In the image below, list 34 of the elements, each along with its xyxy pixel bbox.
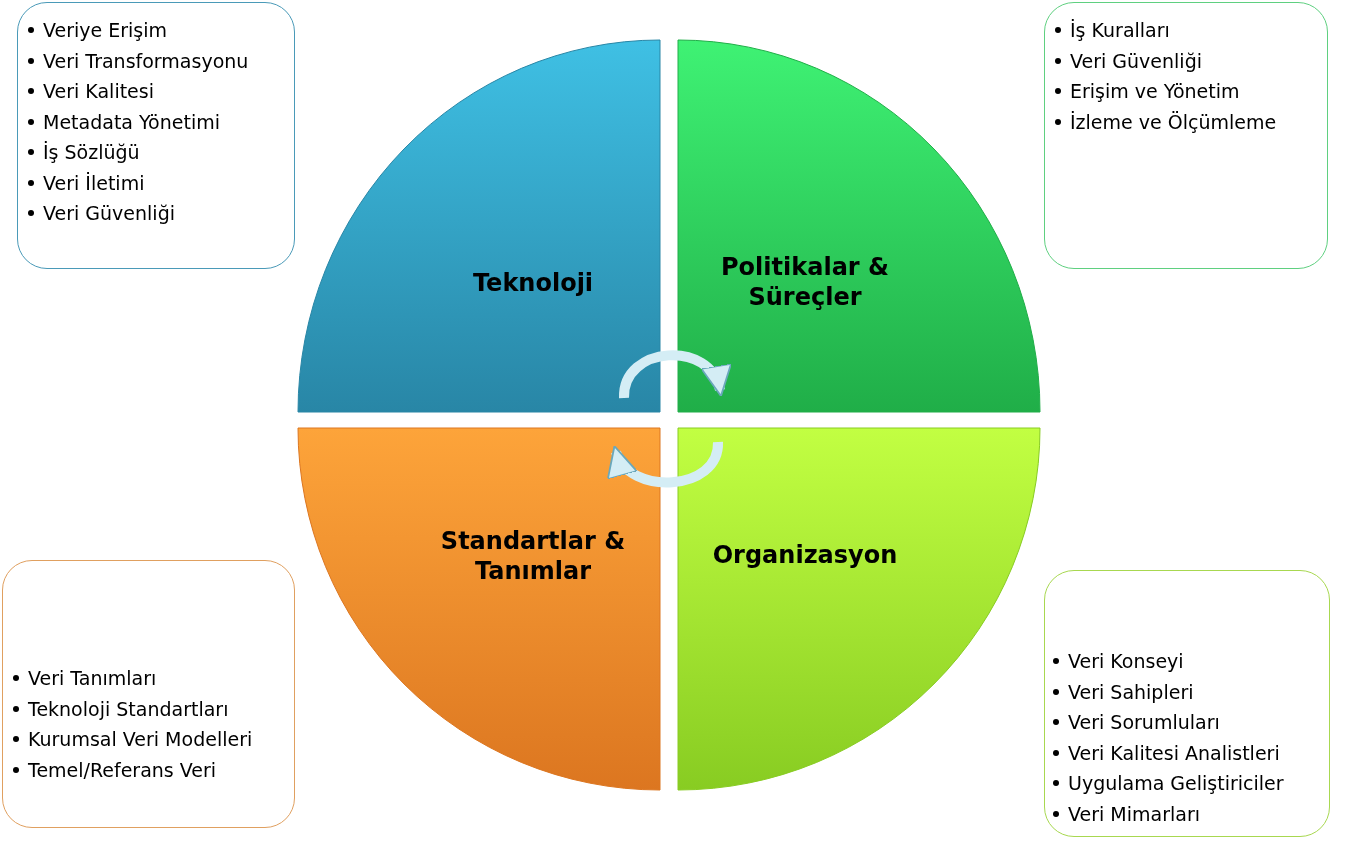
list-item: Veri Konseyi — [1068, 649, 1184, 674]
text-card — [1044, 2, 1328, 269]
list-item: Veri Sorumluları — [1068, 710, 1220, 735]
curved-arrow — [619, 350, 728, 399]
quadrant-segment — [298, 428, 660, 790]
list-item: Metadata Yönetimi — [43, 109, 220, 135]
text-card — [1044, 570, 1330, 837]
quadrant-title: Standartlar & Tanımlar — [439, 526, 627, 586]
list-item: İş Sözlüğü — [43, 140, 140, 165]
text-card — [2, 560, 295, 828]
list-item: Veri Mimarları — [1068, 801, 1200, 827]
quadrant-segment — [678, 40, 1040, 412]
quadrant-title: Politikalar & Süreçler — [720, 252, 890, 312]
quadrant-title: Teknoloji — [472, 268, 594, 298]
list-item: Erişim ve Yönetim — [1070, 79, 1240, 104]
list-item: Veriye Erişim — [43, 18, 168, 43]
list-item: Veri Tanımları — [28, 666, 157, 691]
list-item: Uygulama Geliştiriciler — [1068, 771, 1284, 796]
list-item: Veri Kalitesi Analistleri — [1068, 740, 1280, 766]
list-item: Veri Transformasyonu — [43, 48, 249, 74]
list-item: İş Kuralları — [1070, 18, 1170, 43]
list-item: Teknoloji Standartları — [28, 696, 229, 722]
list-item: Veri Güvenliği — [1070, 48, 1202, 74]
quadrant-segment — [678, 428, 1040, 790]
list-item: Veri Kalitesi — [43, 79, 154, 104]
quadrant-segment — [298, 40, 660, 412]
list-item: Veri İletimi — [43, 170, 145, 196]
list-item: Veri Sahipleri — [1068, 679, 1194, 705]
list-item: İzleme ve Ölçümleme — [1070, 109, 1277, 135]
list-item: Veri Güvenliği — [43, 201, 175, 226]
list-item: Kurumsal Veri Modelleri — [28, 727, 253, 752]
text-card — [17, 2, 295, 269]
list-item: Temel/Referans Veri — [28, 757, 217, 783]
quadrant-title: Organizasyon — [712, 540, 898, 570]
